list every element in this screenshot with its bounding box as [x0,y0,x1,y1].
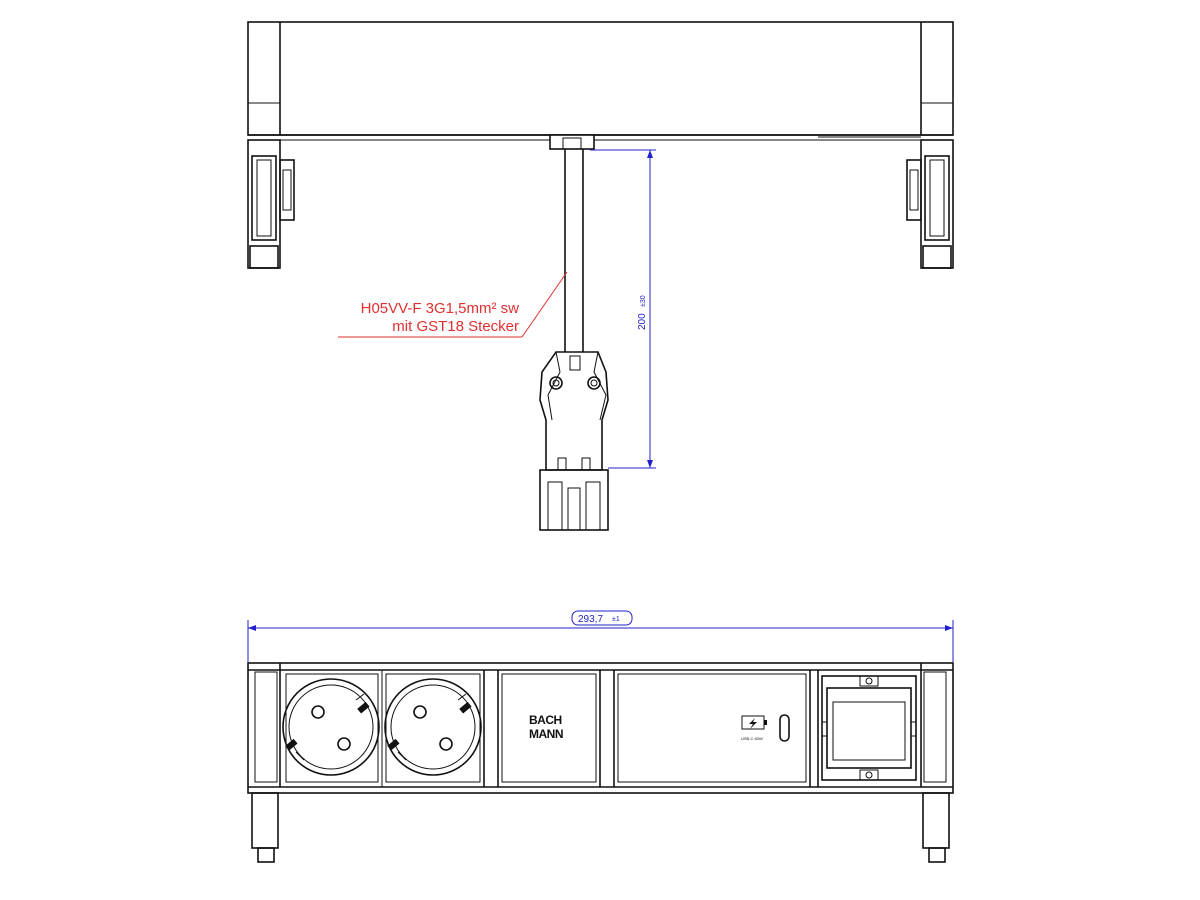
top-view: 200 ±30 H05VV-F 3G1,5mm² sw mit GST18 St… [247,21,954,531]
front-view: 293,7 ±1 [247,610,954,863]
gst18-connector [539,351,609,531]
dimension-width-value: 293,7 [578,614,603,625]
cable-annotation: H05VV-F 3G1,5mm² sw mit GST18 Stecker [338,271,568,338]
front-housing [247,662,954,794]
schuko-socket-2 [384,678,482,776]
schuko-socket-1 [282,678,380,776]
brand-logo-line2: MANN [529,727,563,741]
usb-c-label: USB-C 60W [741,736,763,741]
dimension-length-tolerance: ±30 [640,295,647,307]
cable-label-line2: mit GST18 Stecker [392,318,519,335]
dimension-length-value: 200 [637,313,648,330]
dimension-cable-length: 200 ±30 [590,149,656,469]
brand-logo-line1: BACH [529,713,562,727]
cable-label-line1: H05VV-F 3G1,5mm² sw [361,300,520,317]
right-clamp [906,139,954,269]
top-housing [247,21,954,136]
left-clamp [247,139,295,269]
usb-c-port [779,714,790,742]
power-cable [564,149,584,352]
dimension-width-tolerance: ±1 [612,616,620,623]
lightning-icon [749,718,757,729]
data-module [821,675,917,781]
dimension-width: 293,7 ±1 [247,610,954,662]
brand-plate: BACH MANN [529,713,564,741]
usb-c-module: USB-C 60W [741,714,790,742]
